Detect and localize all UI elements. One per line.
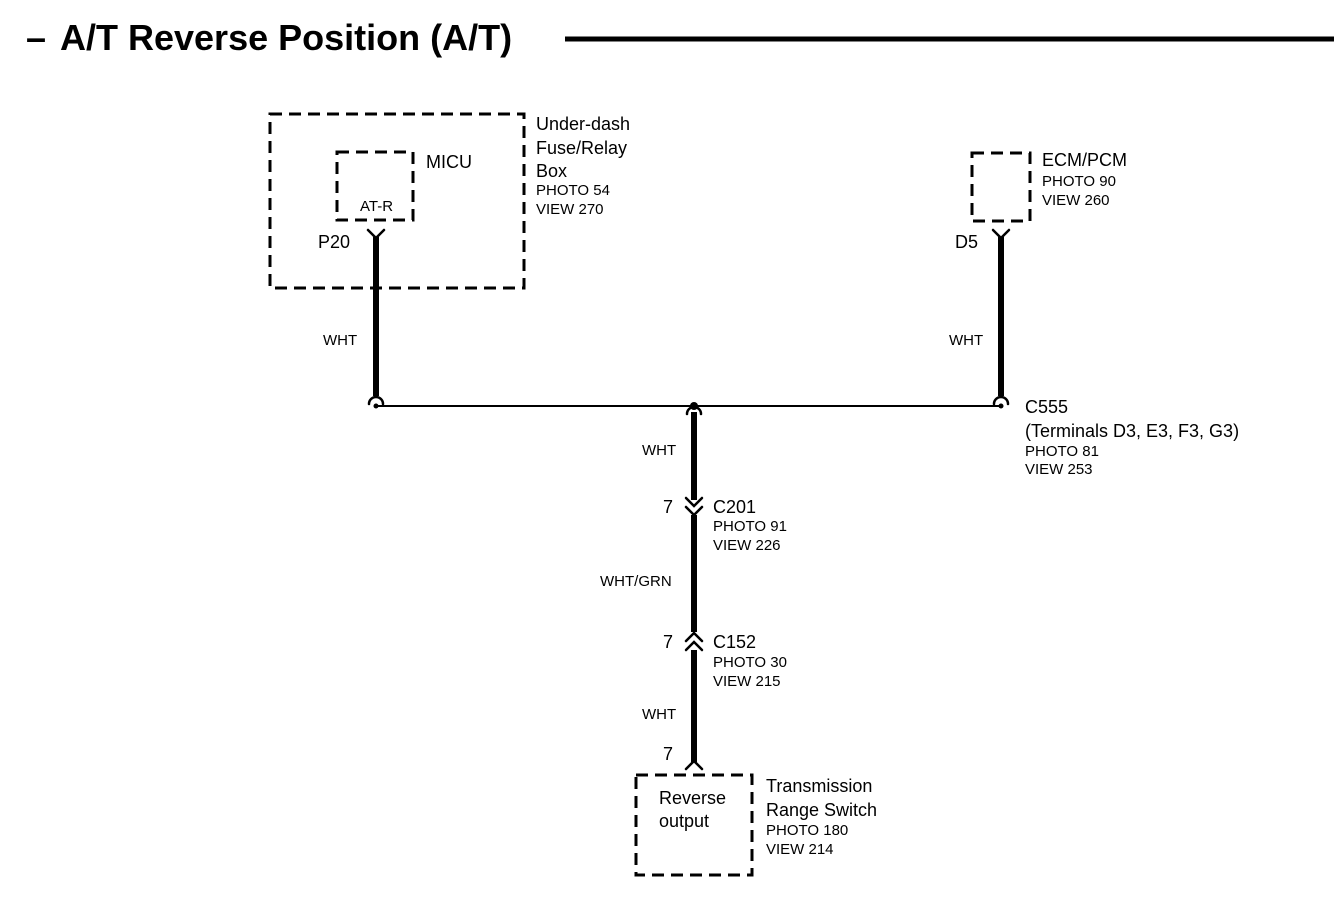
c152-chevron-bottom (684, 640, 704, 652)
under-dash-name-2: Fuse/Relay (536, 138, 627, 158)
under-dash-name-1: Under-dash (536, 114, 630, 134)
micu-box (335, 150, 415, 222)
wire-center-upper-label: WHT (642, 442, 676, 459)
micu-pin-label: AT-R (360, 198, 393, 215)
trs-name-2: Range Switch (766, 800, 877, 820)
trs-photo: PHOTO 180 (766, 822, 848, 839)
trs-name-1: Transmission (766, 776, 872, 796)
wire-center-middle-label: WHT/GRN (600, 573, 672, 590)
c152-pin: 7 (663, 632, 673, 652)
trs-box (634, 773, 754, 877)
ecm-photo: PHOTO 90 (1042, 173, 1116, 190)
wire-left-label: WHT (323, 332, 357, 349)
c201-photo: PHOTO 91 (713, 518, 787, 535)
c152-name: C152 (713, 632, 756, 652)
c152-chevron-top (684, 631, 704, 643)
page-title: A/T Reverse Position (A/T) (60, 17, 512, 58)
trs-inner-1: Reverse (659, 788, 726, 808)
ecm-view: VIEW 260 (1042, 192, 1110, 209)
ecm-name: ECM/PCM (1042, 150, 1127, 170)
c201-chevron-bottom (684, 505, 704, 517)
trs-connector (684, 759, 704, 771)
splice-left-cap (367, 395, 385, 406)
c152-view: VIEW 215 (713, 673, 781, 690)
trs-pin: 7 (663, 744, 673, 764)
under-dash-view: VIEW 270 (536, 201, 604, 218)
terminal-p20: P20 (318, 232, 350, 252)
c555-name: C555 (1025, 397, 1068, 417)
c201-pin: 7 (663, 497, 673, 517)
terminal-d5: D5 (955, 232, 978, 252)
splice-right-cap (992, 395, 1010, 406)
c555-photo: PHOTO 81 (1025, 443, 1099, 460)
c201-view: VIEW 226 (713, 537, 781, 554)
under-dash-name-3: Box (536, 161, 567, 181)
title-prefix: – (26, 17, 46, 58)
c201-name: C201 (713, 497, 756, 517)
c555-terminals: (Terminals D3, E3, F3, G3) (1025, 421, 1239, 441)
trs-view: VIEW 214 (766, 841, 834, 858)
center-splice-cap (685, 405, 703, 416)
c555-view: VIEW 253 (1025, 461, 1093, 478)
p20-connector (366, 228, 386, 240)
micu-label: MICU (426, 152, 472, 172)
c201-chevron-top (684, 496, 704, 508)
under-dash-box (268, 112, 526, 290)
wire-center-lower-label: WHT (642, 706, 676, 723)
ecm-box (970, 151, 1032, 223)
wire-right-label: WHT (949, 332, 983, 349)
c152-photo: PHOTO 30 (713, 654, 787, 671)
trs-inner-2: output (659, 811, 709, 831)
d5-connector (991, 228, 1011, 240)
under-dash-photo: PHOTO 54 (536, 182, 610, 199)
